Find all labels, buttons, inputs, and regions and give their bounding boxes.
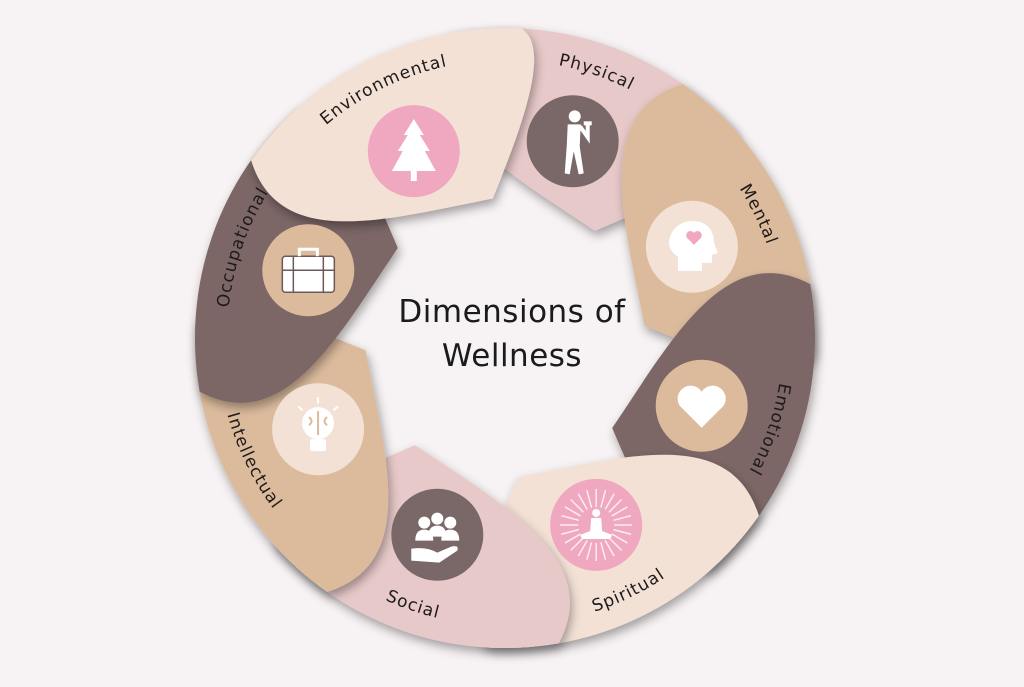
brain-lightbulb-icon [272, 383, 365, 476]
title-line-1: Dimensions of [398, 294, 626, 330]
head-with-heart-icon [645, 200, 738, 293]
title-line-2: Wellness [441, 338, 583, 374]
exercising-woman-icon [526, 95, 619, 188]
community-hand-icon [391, 488, 484, 581]
heart-icon [655, 359, 748, 452]
briefcase-icon [262, 224, 355, 317]
diagram-title: Dimensions of Wellness [362, 290, 662, 378]
meditation-icon [550, 478, 643, 571]
pine-tree-icon [367, 105, 460, 198]
